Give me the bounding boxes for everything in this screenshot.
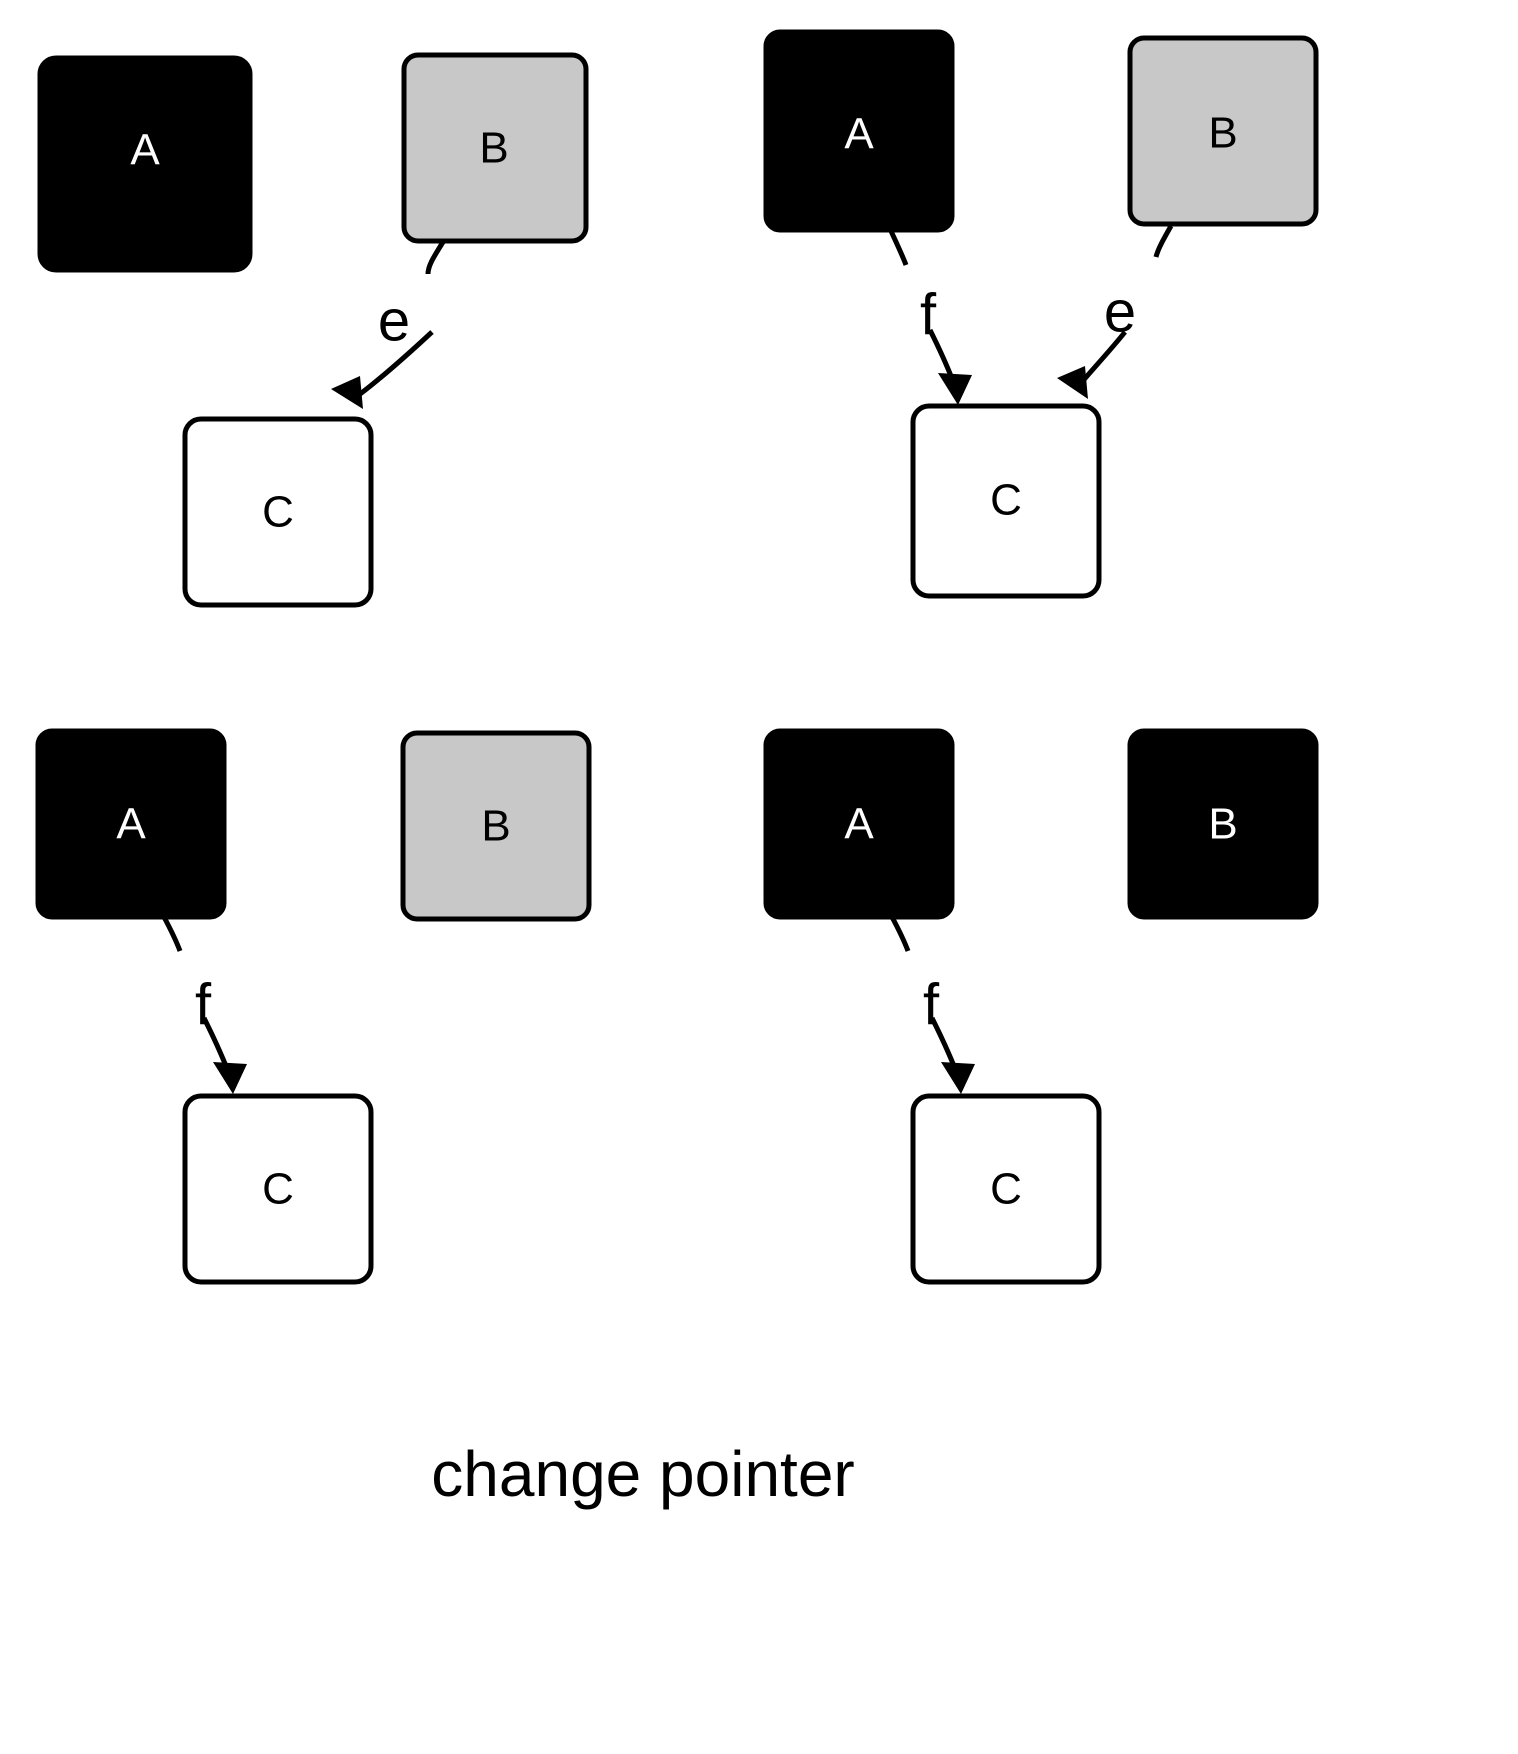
- node-a-box[interactable]: [35, 728, 227, 920]
- panel-bottom-left: A B C f: [35, 728, 592, 1285]
- edge-f-label: f: [923, 973, 940, 1038]
- edge-f-line: [888, 229, 909, 266]
- edge-f-arrowhead: [213, 1062, 247, 1094]
- node-c-label: C: [262, 1165, 294, 1214]
- node-a-label: A: [844, 800, 874, 849]
- diagram-caption: change pointer: [431, 1438, 854, 1510]
- node-a-box[interactable]: [763, 29, 955, 233]
- edge-e: e: [331, 240, 446, 409]
- node-c-box[interactable]: [910, 403, 1102, 599]
- edge-e-label: e: [1104, 280, 1136, 345]
- node-a-label: A: [116, 800, 146, 849]
- node-c-box[interactable]: [910, 1093, 1102, 1285]
- node-b-label: B: [1208, 800, 1237, 849]
- node-a-label: A: [844, 110, 874, 159]
- node-b-box[interactable]: [401, 52, 589, 244]
- node-c-label: C: [990, 1165, 1022, 1214]
- panel-top-right: A B C f e: [763, 29, 1319, 599]
- edge-e-line: [1153, 224, 1174, 258]
- panel-bottom-right: A B C f: [763, 728, 1319, 1285]
- edge-f-line: [161, 915, 183, 952]
- node-c-box[interactable]: [182, 1093, 374, 1285]
- edge-f-label: f: [920, 283, 937, 348]
- edge-e-arrowhead: [1057, 366, 1088, 399]
- edge-f-label: f: [195, 973, 212, 1038]
- node-a-label: A: [130, 126, 160, 175]
- node-a-box[interactable]: [763, 728, 955, 920]
- node-b-box[interactable]: [1127, 35, 1319, 227]
- edge-e: e: [1057, 224, 1174, 399]
- node-c-label: C: [262, 488, 294, 537]
- edge-f: f: [888, 229, 972, 405]
- edge-e-arrowhead: [331, 376, 363, 409]
- edge-f-arrowhead: [938, 373, 972, 405]
- node-b-label: B: [481, 802, 510, 851]
- panel-top-left: A B C e: [37, 52, 589, 608]
- node-b-box[interactable]: [1127, 728, 1319, 920]
- edge-f: f: [889, 915, 975, 1094]
- edge-f-arrowhead: [941, 1062, 975, 1094]
- edge-e-label: e: [378, 289, 410, 354]
- node-b-label: B: [1208, 109, 1237, 158]
- node-b-box[interactable]: [400, 730, 592, 922]
- edge-f: f: [161, 915, 247, 1094]
- node-a-box[interactable]: [37, 55, 253, 273]
- node-c-label: C: [990, 476, 1022, 525]
- edge-e-line: [425, 240, 446, 275]
- node-c-box[interactable]: [182, 416, 374, 608]
- node-b-label: B: [479, 124, 508, 173]
- edge-f-line: [889, 915, 911, 952]
